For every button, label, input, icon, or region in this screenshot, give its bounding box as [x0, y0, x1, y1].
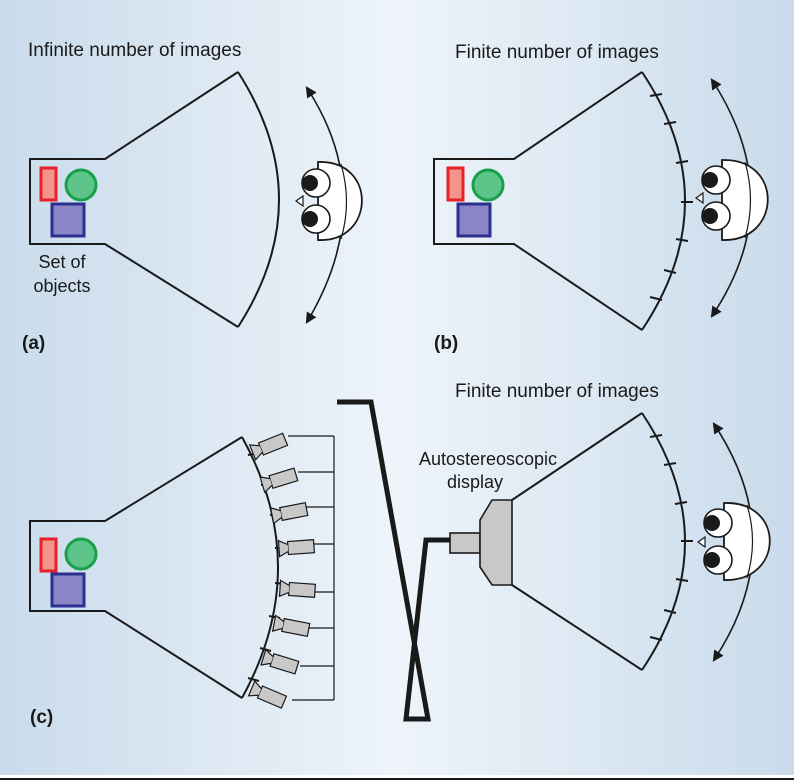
red-object: [446, 166, 465, 202]
camera-wires: [288, 435, 335, 701]
object-set: [39, 537, 98, 608]
signal-cable: [337, 399, 450, 722]
blue-object: [50, 572, 86, 608]
viewer-head: [694, 159, 769, 241]
red-object: [39, 166, 58, 202]
panel-c: Finite number of images Autostereoscopic…: [29, 381, 771, 728]
blue-object: [50, 202, 86, 238]
autostereoscopic-display: [449, 499, 513, 586]
panel-b-caption: (b): [434, 333, 458, 354]
viewer-head: [294, 161, 363, 241]
panel-a-title: Infinite number of images: [28, 40, 241, 61]
green-object: [64, 537, 98, 571]
panel-b-title: Finite number of images: [455, 42, 659, 63]
object-enclosure: [29, 71, 239, 328]
viewer-head: [696, 502, 771, 581]
object-set: [446, 166, 505, 238]
panel-c-caption: (c): [30, 707, 53, 728]
view-tick-marks: [649, 434, 693, 641]
object-enclosure: [433, 71, 643, 331]
viewing-zone-lines: [511, 412, 643, 671]
red-object: [39, 537, 58, 573]
display-label-line2: display: [447, 472, 503, 492]
display-label-line1: Autostereoscopic: [419, 449, 557, 469]
panel-c-title: Finite number of images: [455, 381, 659, 402]
blue-object: [456, 202, 492, 238]
viewing-arc: [237, 71, 280, 328]
capture-arc: [241, 436, 279, 699]
objects-label-line2: objects: [33, 276, 90, 296]
objects-label-line1: Set of: [38, 252, 86, 272]
panel-a-caption: (a): [22, 333, 45, 354]
panel-b: Finite number of images (b): [433, 42, 769, 354]
object-enclosure: [29, 436, 243, 699]
object-set: [39, 166, 98, 238]
green-object: [471, 168, 505, 202]
panel-a: Infinite number of images Set of objects…: [22, 40, 363, 354]
green-object: [64, 168, 98, 202]
view-tick-marks: [649, 93, 693, 301]
